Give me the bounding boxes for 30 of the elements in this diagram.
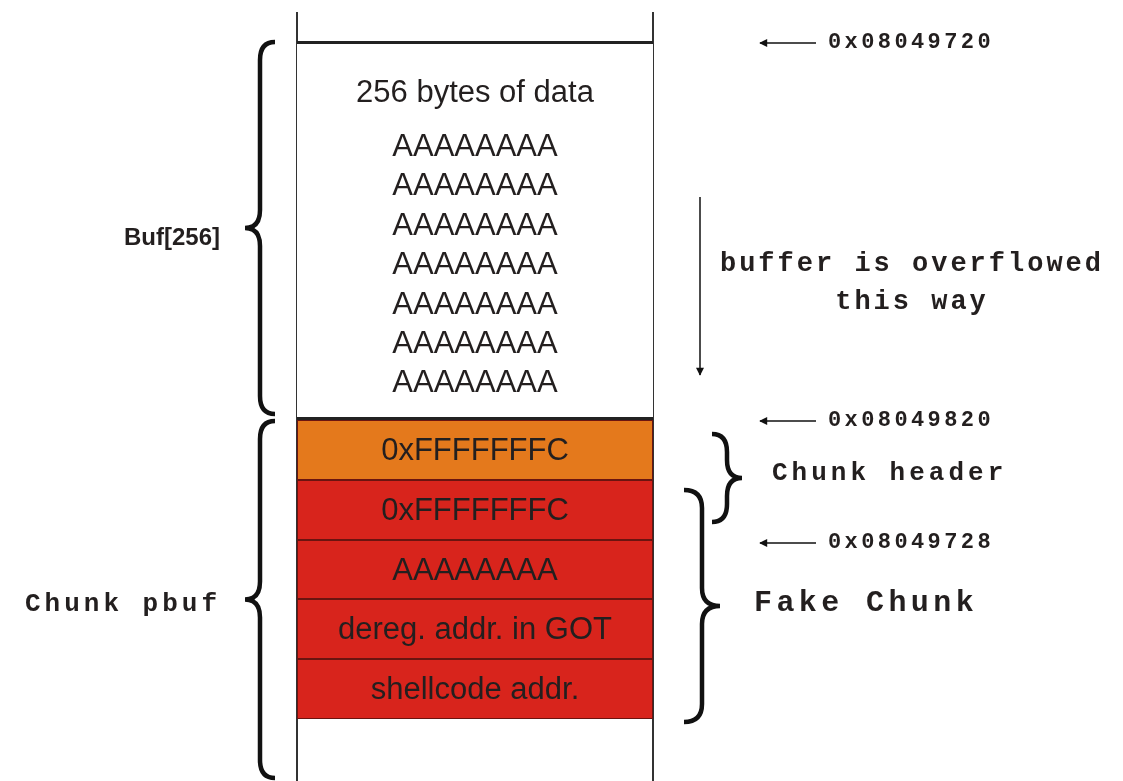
arrow	[759, 539, 817, 547]
bracket-label: Chunk header	[772, 457, 1009, 489]
address-label: 0x08049720	[828, 29, 1008, 57]
bracket-label: Chunk pbuf	[23, 588, 221, 620]
cell-text: AAAAAAAA	[392, 551, 558, 588]
bracket-label: Buf[256]	[123, 222, 220, 252]
cell-text: dereg. addr. in GOT	[338, 611, 612, 647]
address-label: 0x08049820	[828, 407, 1008, 435]
data-row-text: AAAAAAAA	[391, 127, 559, 165]
cell-text: 0xFFFFFFFC	[381, 432, 569, 468]
annotation-text: buffer is overflowed this way	[718, 248, 1106, 319]
bracket-label: Fake Chunk	[754, 585, 980, 621]
arrow	[759, 417, 817, 425]
data-row-text: AAAAAAAA	[391, 284, 559, 323]
memory-cell	[297, 659, 653, 719]
block-title: 256 bytes of data	[355, 73, 595, 111]
memory-cell	[297, 480, 653, 540]
memory-cell	[297, 420, 653, 480]
memory-cell	[297, 540, 653, 599]
data-row-text: AAAAAAAA	[391, 324, 559, 362]
data-row-text: AAAAAAAA	[391, 205, 559, 244]
data-row-text: AAAAAAAA	[391, 363, 559, 402]
address-label: 0x08049728	[828, 529, 1008, 557]
memory-cell	[297, 599, 653, 659]
data-row-text: AAAAAAAA	[391, 245, 559, 284]
cell-text: 0xFFFFFFFC	[381, 492, 569, 528]
arrow	[759, 39, 817, 47]
cell-text: shellcode addr.	[370, 671, 580, 707]
memory-block	[297, 41, 653, 420]
data-row-text: AAAAAAAA	[391, 166, 559, 205]
